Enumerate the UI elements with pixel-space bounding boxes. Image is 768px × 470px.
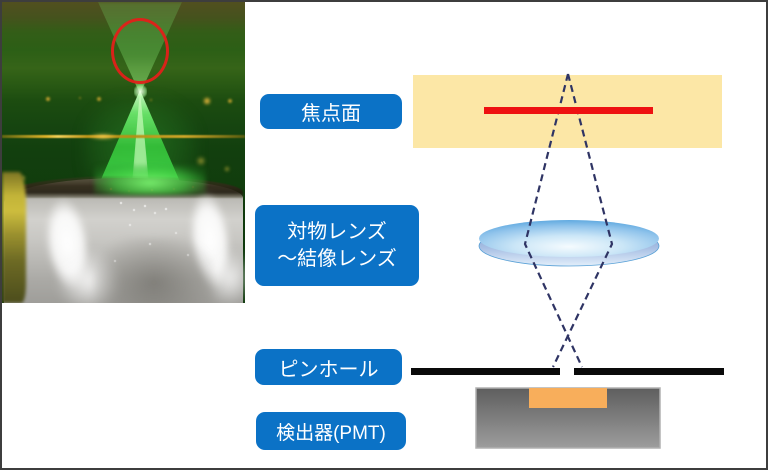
label-pinhole: ピンホール — [255, 349, 402, 385]
label-objective-lens: 対物レンズ 〜結像レンズ — [255, 205, 419, 286]
laser-focus-photo — [2, 2, 245, 303]
label-focal-plane-text: 焦点面 — [301, 103, 361, 125]
focus-annotation-circle-icon — [111, 18, 169, 84]
gold-streak-line — [2, 135, 245, 138]
pinhole-right-bar — [574, 368, 724, 375]
focal-plane-line — [484, 107, 653, 114]
label-objective-lens-line2: 〜結像レンズ — [277, 247, 397, 270]
beam-waist-glow — [134, 84, 147, 99]
lens-top-face — [479, 220, 659, 257]
label-pinhole-text: ピンホール — [278, 358, 379, 381]
pinhole-left-bar — [411, 368, 560, 375]
label-focal-plane: 焦点面 — [260, 94, 402, 129]
label-detector-text: 検出器(PMT) — [276, 422, 386, 444]
ray-left — [523, 73, 583, 368]
gold-streak-highlight — [88, 133, 118, 140]
detector-sensor — [529, 388, 607, 408]
metal-center-shadow — [94, 237, 214, 303]
yellow-corner-blur — [2, 172, 26, 303]
beam-impact-glow — [94, 165, 206, 195]
label-detector: 検出器(PMT) — [256, 412, 406, 450]
label-objective-lens-line1: 対物レンズ — [287, 220, 387, 243]
ray-right — [552, 73, 614, 368]
